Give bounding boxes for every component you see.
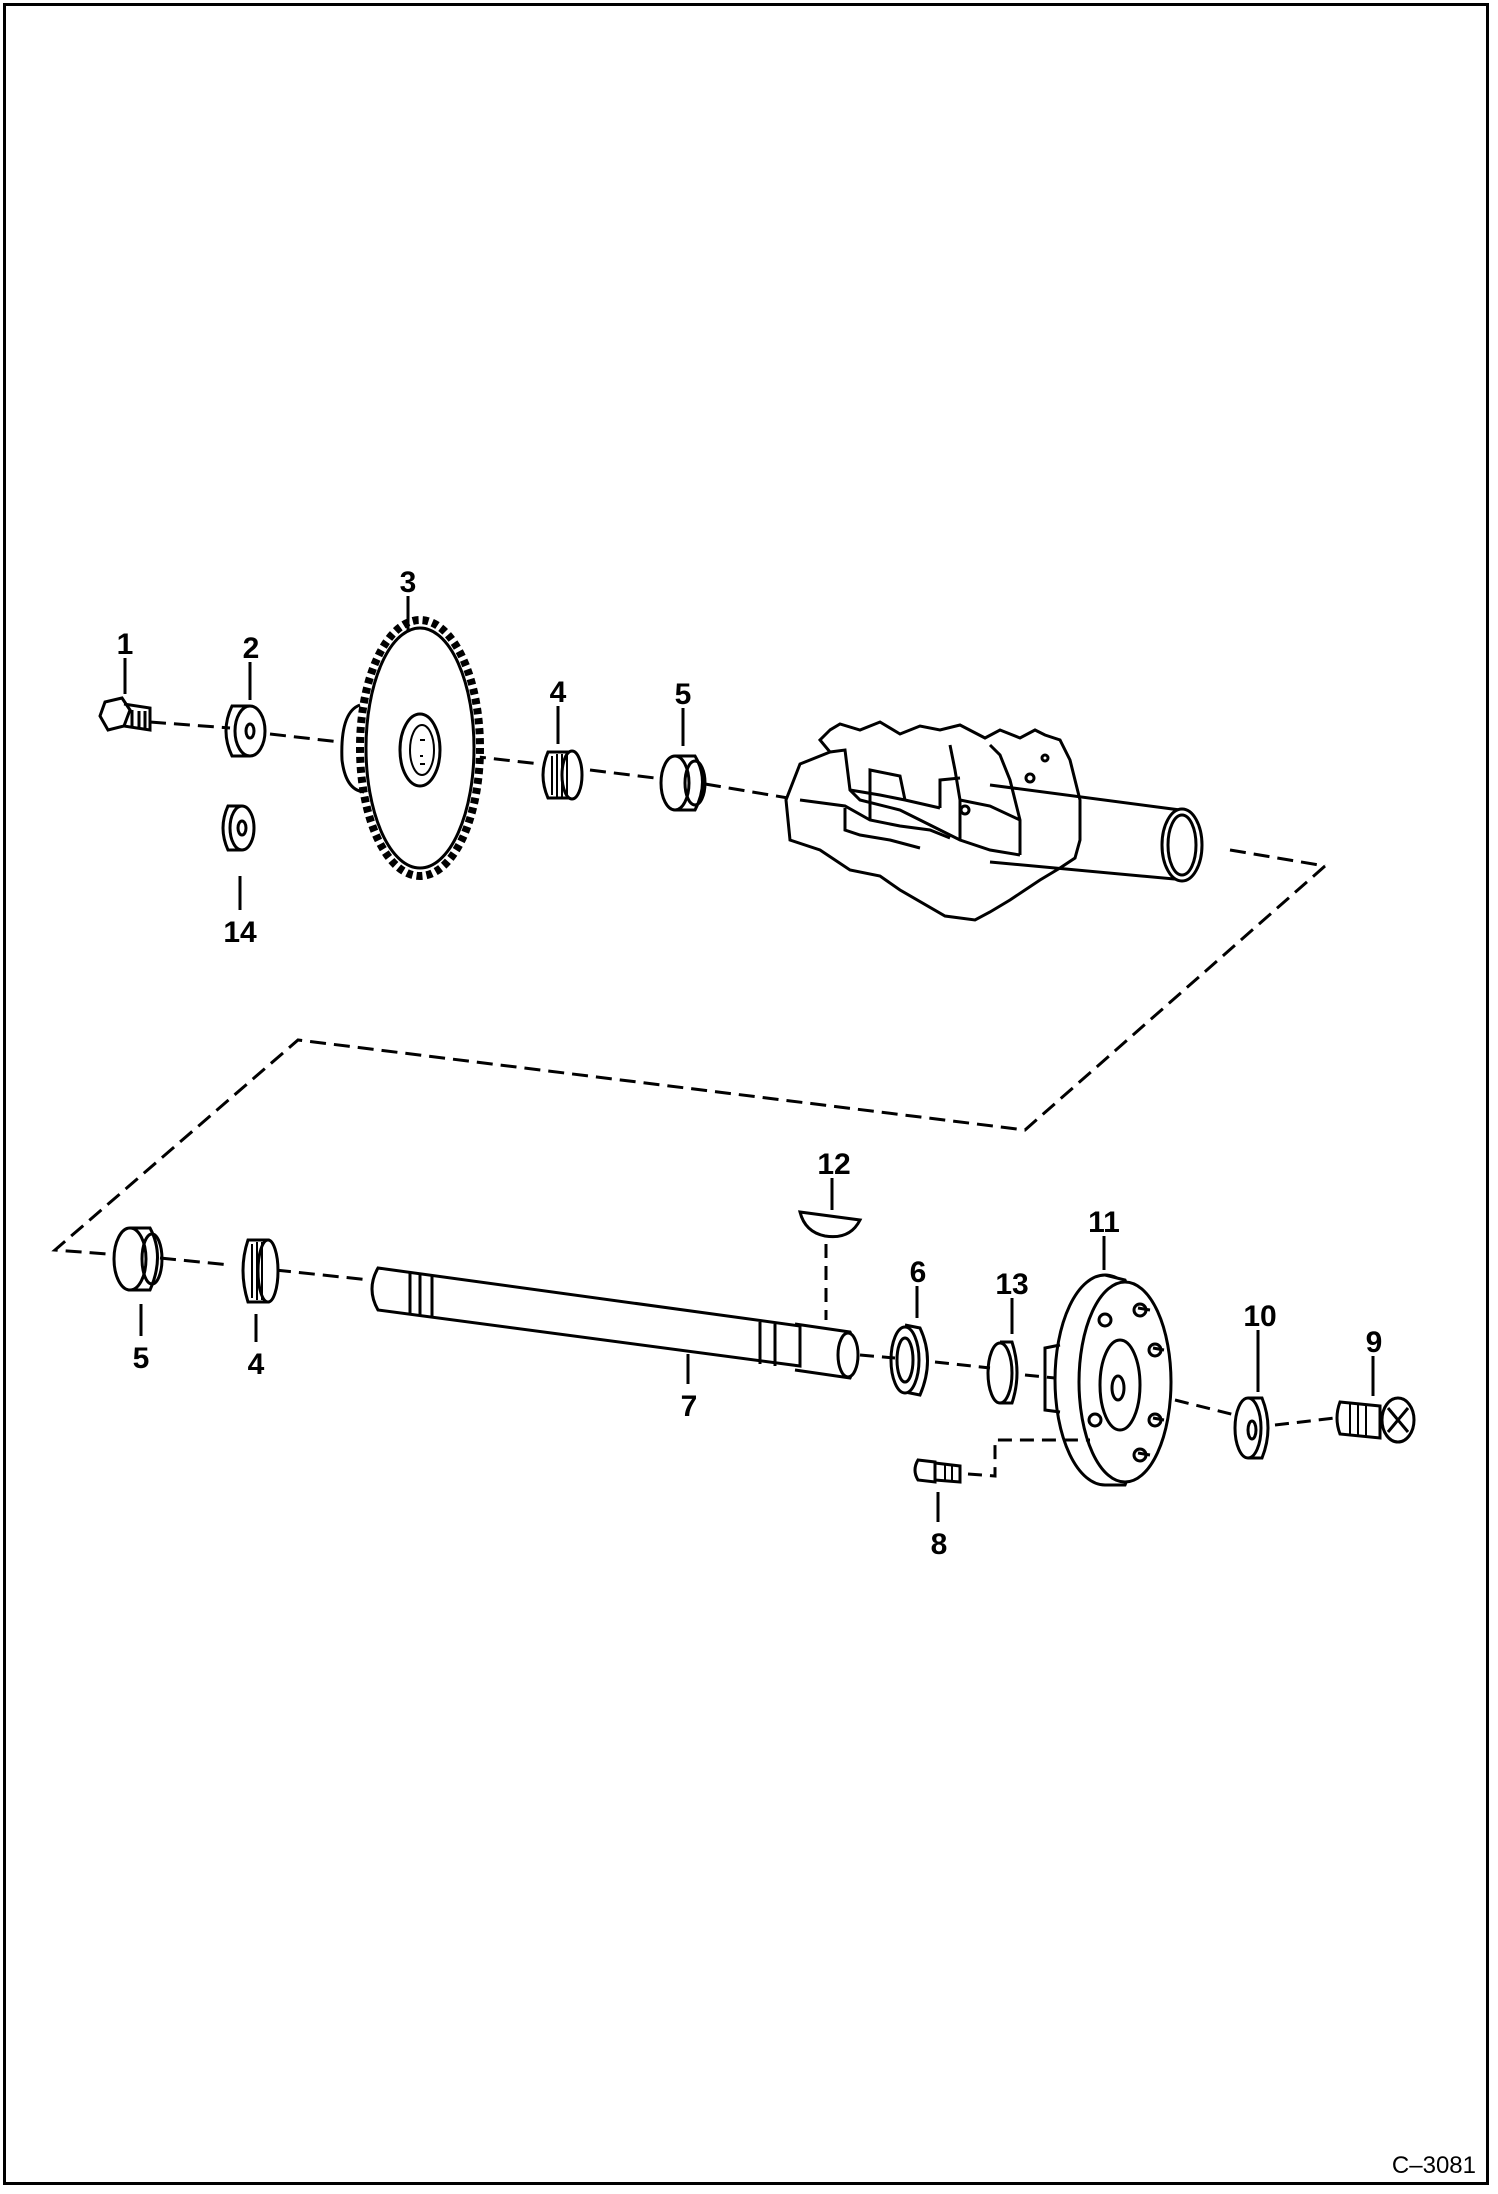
- callout-12: 12: [817, 1148, 850, 1181]
- callout-1: 1: [117, 628, 134, 661]
- callout-4-upper: 4: [550, 676, 567, 709]
- callout-3: 3: [400, 566, 417, 599]
- lower-axis-dashed-line: [859, 1353, 1336, 1478]
- callout-7: 7: [681, 1390, 698, 1423]
- callout-5-upper: 5: [675, 678, 692, 711]
- part-2-washer-icon: [224, 704, 267, 758]
- figure-id: C–3081: [1391, 2152, 1476, 2179]
- part-1-bolt-icon: [98, 696, 152, 732]
- callout-5-lower: 5: [133, 1342, 150, 1375]
- callout-2: 2: [243, 632, 260, 665]
- callout-4-lower: 4: [248, 1348, 265, 1381]
- upper-axis-dashed-line: [149, 720, 1326, 868]
- leader-lines: [123, 596, 1375, 1522]
- diagram-border: [3, 3, 1489, 2185]
- part-9-bolt-icon: [1335, 1396, 1416, 1444]
- axle-housing-icon: [784, 720, 1204, 922]
- callout-13: 13: [995, 1268, 1028, 1301]
- callout-14: 14: [223, 916, 257, 949]
- part-6-seal-icon: [889, 1323, 929, 1397]
- part-5-bearing-cup-upper-icon: [659, 754, 707, 812]
- callout-10: 10: [1243, 1300, 1276, 1333]
- part-14-washer-icon: [221, 804, 256, 852]
- part-11-hub-icon: [1043, 1273, 1173, 1487]
- callout-11: 11: [1088, 1206, 1120, 1239]
- part-5-bearing-cup-lower-icon: [112, 1226, 164, 1292]
- part-4-bearing-lower-icon: [241, 1238, 280, 1304]
- callout-labels: 1 2 3 4 5 14 12 11 6 13 10 9 5 4 7 8: [117, 566, 1383, 1561]
- part-10-washer-icon: [1233, 1396, 1270, 1460]
- part-12-key-icon: [798, 1210, 863, 1320]
- callout-8: 8: [931, 1528, 948, 1561]
- part-3-sprocket-icon: [340, 616, 484, 880]
- assembly-connector-dashed-line: [51, 864, 1326, 1282]
- part-13-spacer-icon: [986, 1340, 1019, 1405]
- callout-9: 9: [1366, 1326, 1383, 1359]
- callout-6: 6: [910, 1256, 927, 1289]
- part-7-axle-shaft-icon: [370, 1266, 860, 1380]
- part-4-bearing-upper-icon: [541, 749, 584, 801]
- part-8-stud-icon: [913, 1458, 962, 1484]
